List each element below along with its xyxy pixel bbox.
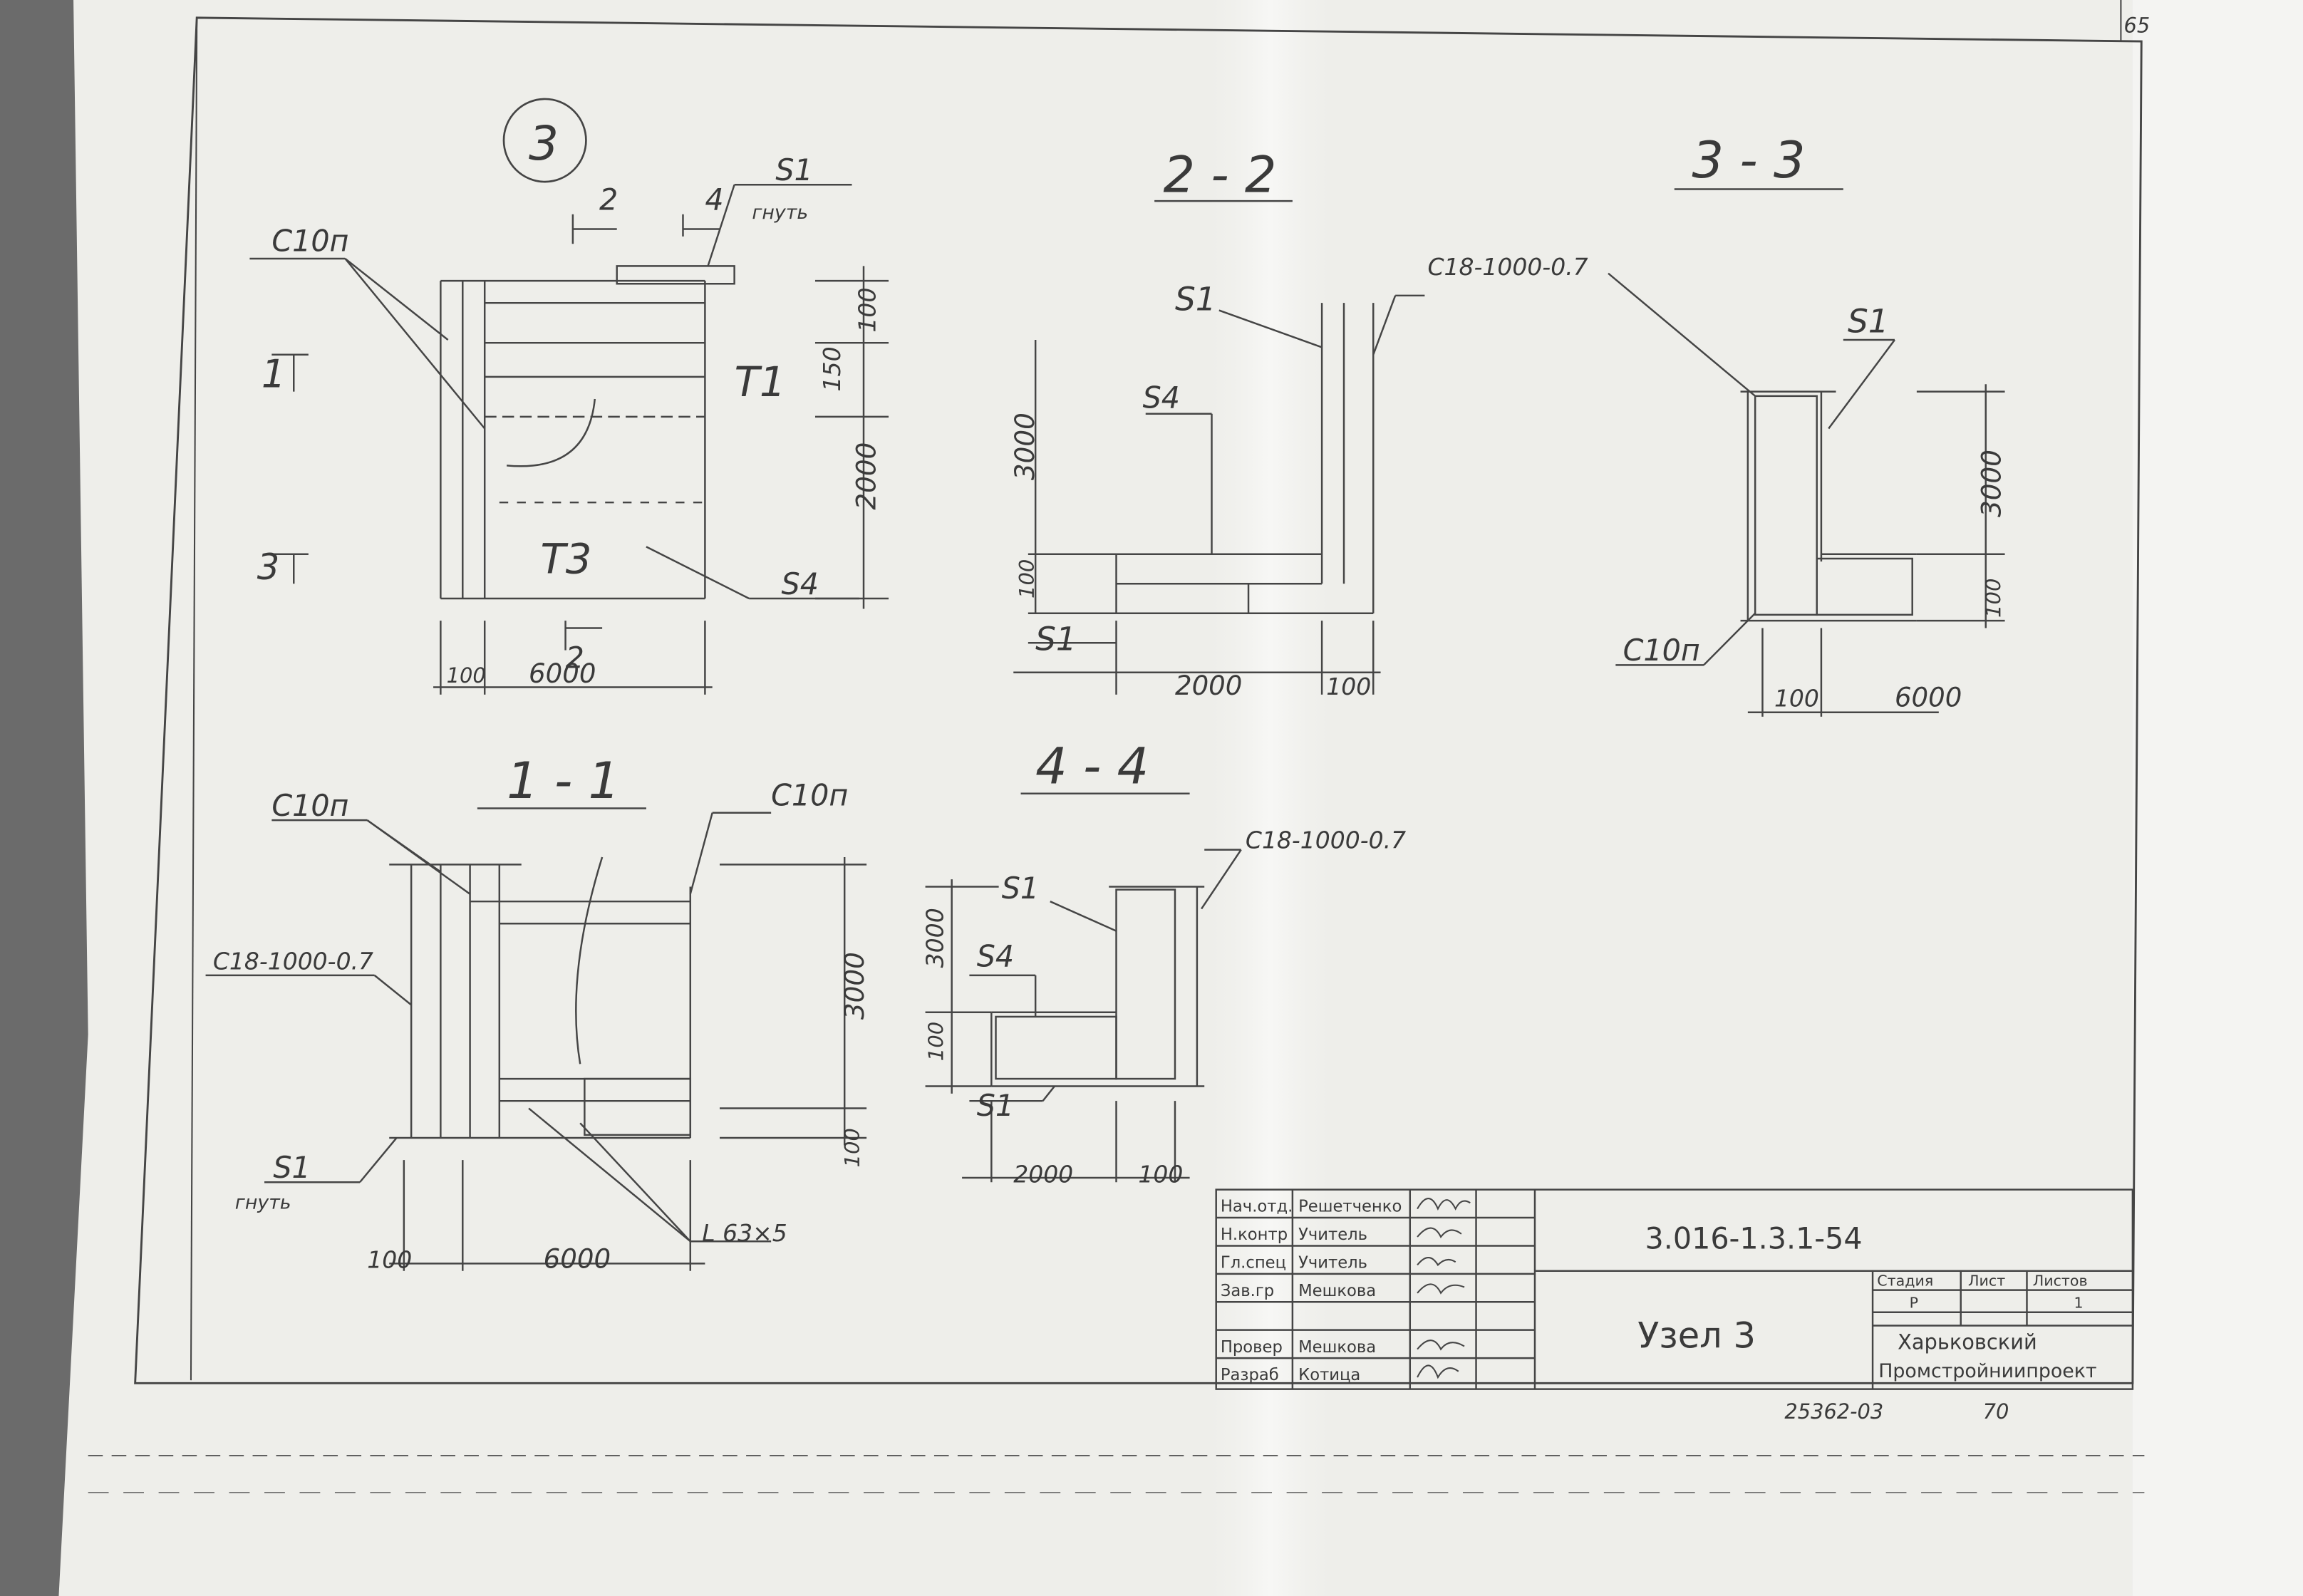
- label-gnut-11: гнуть: [235, 1192, 291, 1214]
- drawing-title: Узел 3: [1637, 1315, 1756, 1356]
- dim-6000-node: 6000: [529, 658, 596, 689]
- label-s1-node: S1: [775, 153, 812, 187]
- role-1: Н.контр: [1221, 1226, 1288, 1244]
- page-number: 65: [2124, 14, 2151, 38]
- name-6: Котица: [1298, 1366, 1360, 1384]
- dim-3000-11: 3000: [839, 952, 870, 1020]
- section-4-4-title: 4 - 4: [1035, 737, 1149, 795]
- label-c10p-node: C10п: [271, 224, 348, 258]
- organization-line1: Харьковский: [1898, 1330, 2037, 1354]
- role-6: Разраб: [1221, 1366, 1279, 1384]
- dim-100-44-left: 100: [923, 1022, 948, 1061]
- dim-100-22-left: 100: [1015, 559, 1039, 598]
- label-c10p-11-right: C10п: [771, 778, 848, 812]
- name-5: Мешкова: [1298, 1338, 1376, 1357]
- node-number-circle: [502, 98, 587, 183]
- sheet-header: Лист: [1968, 1272, 2005, 1289]
- label-l63x5: L 63×5: [702, 1219, 787, 1247]
- name-1: Учитель: [1298, 1226, 1367, 1244]
- dim-3000-44: 3000: [921, 908, 948, 968]
- dim-100-22-bottom: 100: [1326, 673, 1371, 700]
- sheets-value: 1: [2074, 1294, 2083, 1311]
- signatures: [1417, 1198, 1471, 1379]
- dim-6000-11: 6000: [544, 1243, 611, 1274]
- name-3: Мешкова: [1298, 1282, 1376, 1300]
- label-s4-44: S4: [977, 939, 1014, 973]
- label-s4-node: S4: [782, 567, 819, 601]
- section-mark-2-bottom: 2: [566, 641, 584, 675]
- section-1-1-title: 1 - 1: [507, 752, 620, 810]
- label-s1-22-bottom: S1: [1035, 620, 1077, 658]
- label-c18-22: C18-1000-0.7: [1428, 253, 1588, 281]
- organization-line2: Промстройниипроект: [1878, 1360, 2096, 1382]
- section-1-1: 1 - 1: [205, 752, 870, 1275]
- dim-100-33-bottom: 100: [1774, 684, 1819, 712]
- dim-3000-33: 3000: [1975, 450, 2007, 517]
- node-number: 3: [529, 116, 559, 171]
- label-t3: T3: [541, 535, 592, 584]
- label-t1: T1: [735, 358, 786, 406]
- role-0: Нач.отд.: [1221, 1198, 1293, 1216]
- dim-100-44-bottom: 100: [1138, 1160, 1183, 1188]
- label-s4-22: S4: [1143, 380, 1180, 415]
- dim-100-33-right: 100: [1981, 579, 2005, 618]
- section-mark-1: 1: [262, 351, 286, 396]
- label-c18-44: C18-1000-0.7: [1246, 826, 1406, 854]
- role-3: Зав.гр: [1221, 1282, 1274, 1300]
- section-2-2-title: 2 - 2: [1163, 145, 1276, 204]
- section-mark-4: 4: [705, 182, 723, 217]
- label-c18-11: C18-1000-0.7: [213, 947, 373, 975]
- dim-100-node-bottom: 100: [447, 663, 486, 688]
- copy-suffix: 70: [1983, 1399, 2009, 1424]
- dim-150: 150: [818, 346, 846, 391]
- copy-number: 25362-03: [1784, 1399, 1883, 1424]
- label-s1-33: S1: [1848, 303, 1889, 341]
- role-5: Провер: [1221, 1338, 1283, 1357]
- label-c10p-11-left: C10п: [271, 789, 348, 823]
- drawing-code: 3.016-1.3.1-54: [1645, 1221, 1863, 1255]
- label-s1-11: S1: [273, 1151, 310, 1185]
- section-2-2: 2 - 2 S1 C18-1000-0.7 S4: [1009, 145, 1588, 700]
- dim-100-node-top: 100: [854, 287, 881, 332]
- label-s1-44-top: S1: [1002, 871, 1039, 906]
- role-2: Гл.спец: [1221, 1253, 1286, 1272]
- label-c10p-33: C10п: [1623, 633, 1700, 668]
- dim-6000-33: 6000: [1895, 681, 1962, 712]
- stage-header: Стадия: [1877, 1272, 1933, 1289]
- dim-2000-44: 2000: [1013, 1160, 1073, 1188]
- sheets-header: Листов: [2033, 1272, 2088, 1289]
- section-3-3: 3 - 3 S1 3000 100 C10п 100 6000: [1608, 131, 2007, 717]
- dim-2000-node: 2000: [851, 442, 882, 510]
- section-mark-3: 3: [257, 546, 279, 588]
- title-block: Нач.отд. Н.контр Гл.спец Зав.гр Провер Р…: [1215, 1188, 2134, 1424]
- label-gnut-node: гнуть: [752, 202, 808, 224]
- section-4-4: 4 - 4 C18-1000-0.7 S1 S: [921, 737, 1406, 1188]
- section-mark-2-top: 2: [599, 182, 618, 217]
- dim-100-11-right: 100: [840, 1128, 864, 1167]
- dim-3000-22: 3000: [1009, 413, 1040, 480]
- name-2: Учитель: [1298, 1253, 1367, 1272]
- label-s1-22: S1: [1175, 280, 1216, 318]
- node-3-view: 3: [249, 98, 889, 695]
- name-0: Решетченко: [1298, 1198, 1402, 1216]
- dim-2000-22: 2000: [1175, 670, 1242, 701]
- section-3-3-title: 3 - 3: [1692, 131, 1806, 190]
- stage-value: Р: [1910, 1294, 1918, 1311]
- label-s1-44-bottom: S1: [977, 1089, 1014, 1123]
- dim-100-11-bottom: 100: [367, 1245, 412, 1273]
